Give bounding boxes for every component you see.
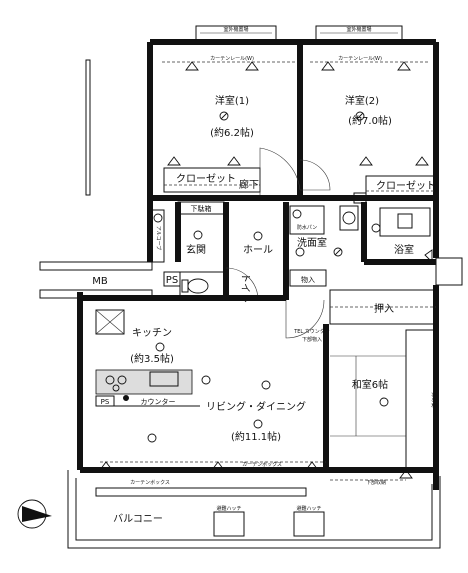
kitchen-size: (約3.5帖) <box>130 352 174 365</box>
hatch-right <box>293 511 325 537</box>
top-window-right: 室外機置場 <box>315 25 403 41</box>
ps-kitchen-label: PS <box>101 398 110 406</box>
washroom-label: 洗面室 <box>297 236 327 249</box>
ceiling-light-bath <box>371 223 381 233</box>
western2-size: (約7.0帖) <box>348 114 392 127</box>
ceiling-light-kitchen <box>155 342 165 352</box>
living-outlet-a <box>201 375 211 385</box>
kitchen-fridge-box <box>95 309 125 335</box>
shoe-storage-label: 下駄箱 <box>191 204 212 213</box>
ceiling-light-japanese <box>379 397 389 407</box>
ceiling-light-living <box>253 419 263 429</box>
tel-counter-sub-label: 下部物入 <box>302 336 322 343</box>
living-light-upper <box>261 380 271 390</box>
alcove-light <box>153 213 163 223</box>
outlets-western <box>167 61 429 166</box>
western1-name: 洋室(1) <box>215 94 249 107</box>
counter-label: カウンター <box>141 397 176 406</box>
ceiling-light-western2 <box>355 111 365 121</box>
right-exterior-stub <box>435 257 463 286</box>
mb-label: MB <box>92 276 108 287</box>
north-arrow-icon <box>17 499 52 529</box>
outlets-bottom <box>99 461 413 479</box>
tel-counter-label: TEL.カウンター <box>293 328 330 335</box>
washroom-fan <box>333 247 343 257</box>
curtain-box-lower-label: カーテンボックス <box>130 479 170 486</box>
ceiling-light-western1 <box>219 111 229 121</box>
balcony-inner <box>75 478 433 541</box>
hall-label: ホール <box>243 244 273 256</box>
balcony-label: バルコニー <box>113 513 163 525</box>
japanese-label: 和室6帖 <box>352 378 388 391</box>
kitchen-sink <box>149 371 179 387</box>
hatch-left <box>213 511 245 537</box>
closet1-label: クローゼット <box>176 173 236 185</box>
window-top-right-label: 室外機置場 <box>346 26 371 33</box>
curtain-rail-left-label: カーテンレール(W) <box>210 56 254 62</box>
toilet-bowl <box>187 278 209 294</box>
window-top-left-label: 室外機置場 <box>223 26 248 33</box>
closet2-label: クローゼット <box>376 180 436 192</box>
tokonoma-box <box>405 329 437 471</box>
ps1-label: PS <box>166 275 178 286</box>
bathtub <box>379 207 431 237</box>
bath-vent <box>424 249 433 264</box>
kitchen-counter <box>95 369 193 395</box>
ceiling-light-hall <box>253 231 263 241</box>
oshiire-label: 押入 <box>374 302 394 315</box>
door-swing-western2 <box>299 159 331 191</box>
washbasin <box>339 205 359 231</box>
balcony-sash <box>95 487 307 497</box>
living-light-left <box>147 433 157 443</box>
bathroom-name: 浴室 <box>394 243 414 256</box>
corridor-label: 廊下 <box>239 178 259 191</box>
mb-stripe-top <box>39 261 153 271</box>
hatch-right-label: 避難ハッチ <box>296 505 321 512</box>
living-name: リビング・ダイニング <box>206 400 306 413</box>
entrance-label: 玄関 <box>186 243 206 256</box>
western2-name: 洋室(2) <box>345 94 379 107</box>
ceiling-light-washroom <box>295 247 305 257</box>
alcove-label: アルコーブ <box>155 226 162 251</box>
door-swing-western1 <box>259 147 301 196</box>
washer-pan-box <box>289 205 325 235</box>
top-window-left: 室外機置場 <box>195 25 277 41</box>
washer-pan-label: 防水パン <box>297 224 317 231</box>
balcony-outline <box>67 470 441 549</box>
hatch-left-label: 避難ハッチ <box>216 505 241 512</box>
tokonoma-label: 床の間 <box>430 392 437 407</box>
curtain-box-living-label: カーテンボックス <box>242 461 282 468</box>
outside-pillar <box>85 59 91 196</box>
kitchen-name: キッチン <box>132 327 172 339</box>
ceiling-light-entrance <box>193 230 203 240</box>
door-swing-hall <box>285 299 325 339</box>
alcove-box <box>149 209 165 263</box>
storage-label: 物入 <box>301 275 315 284</box>
storage-box <box>289 269 327 287</box>
western1-size: (約6.2帖) <box>210 126 254 139</box>
lower-storage-label: 下部収納 <box>366 479 386 486</box>
ps-kitchen-box <box>95 395 115 407</box>
curtain-rail-right-label: カーテンレール(W) <box>338 56 382 62</box>
living-size: (約11.1帖) <box>231 430 281 443</box>
toilet-label: トイレ <box>239 273 250 303</box>
